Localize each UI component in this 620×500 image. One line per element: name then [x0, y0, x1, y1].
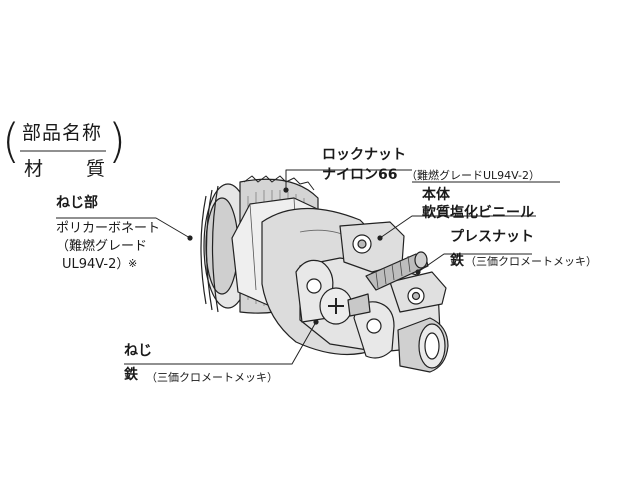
legend-material-b: 質 [86, 158, 107, 180]
leader-locknut [285, 169, 412, 190]
label-body-material: 軟質塩化ビニール [422, 205, 534, 221]
leader-pressnut [417, 253, 532, 273]
legend-material-a: 材 [24, 158, 45, 180]
leader-screwpart [56, 217, 191, 239]
label-pressnut-name: プレスナット [450, 229, 534, 245]
leader-screw [124, 321, 317, 365]
outlet-tube [397, 317, 449, 373]
label-screw-material: 鉄 [124, 367, 138, 383]
label-locknut-note: （難燃グレードUL94V-2） [406, 169, 541, 182]
label-body-name: 本体 [422, 187, 450, 203]
leader-lines [56, 169, 560, 365]
leader-body [379, 215, 536, 239]
label-screwpart-name: ねじ部 [56, 195, 98, 211]
label-screwpart-material-3: UL94V-2） [62, 257, 130, 272]
legend-left-paren: ( [2, 114, 20, 168]
label-pressnut-note: （三価クロメートメッキ） [465, 255, 597, 268]
legend-right-paren: ) [108, 114, 126, 168]
label-screwpart-mark: ※ [128, 257, 138, 270]
label-locknut-name: ロックナット [322, 147, 406, 163]
label-pressnut-material: 鉄 [450, 253, 464, 269]
legend-part-name: 部品名称 [22, 122, 103, 144]
label-screw-note: （三価クロメートメッキ） [146, 371, 278, 384]
screw [319, 287, 371, 325]
label-locknut-material: ナイロン66 [322, 167, 398, 183]
label-screw-name: ねじ [124, 343, 152, 359]
press-nut-bolt [365, 251, 429, 291]
label-screwpart-material-1: ポリカーボネート [56, 221, 161, 236]
label-screwpart-material-2: （難燃グレード [56, 239, 148, 254]
